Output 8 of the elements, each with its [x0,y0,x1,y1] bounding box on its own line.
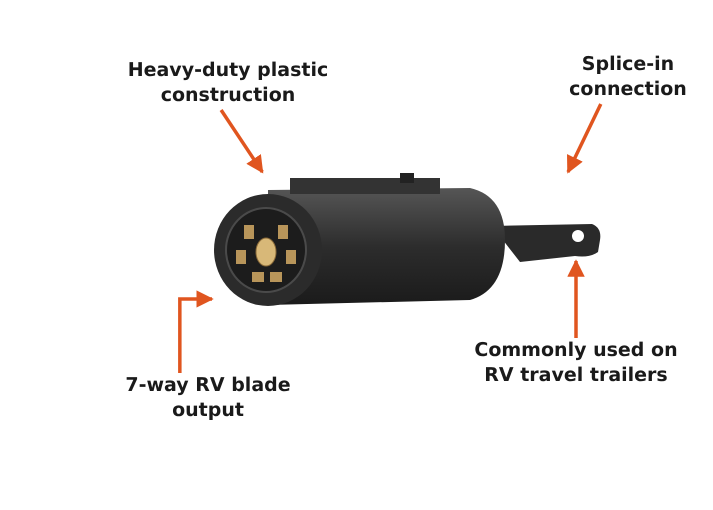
callout-text: Heavy-duty plastic construction [113,58,343,110]
callout-text: Commonly used on RV travel trailers [458,338,694,390]
arrow [567,259,585,338]
arrow [566,103,602,174]
callout-text: Splice-in connection [548,52,708,104]
arrow [178,290,214,373]
arrow [220,109,264,174]
callout-text: 7-way RV blade output [120,373,296,425]
